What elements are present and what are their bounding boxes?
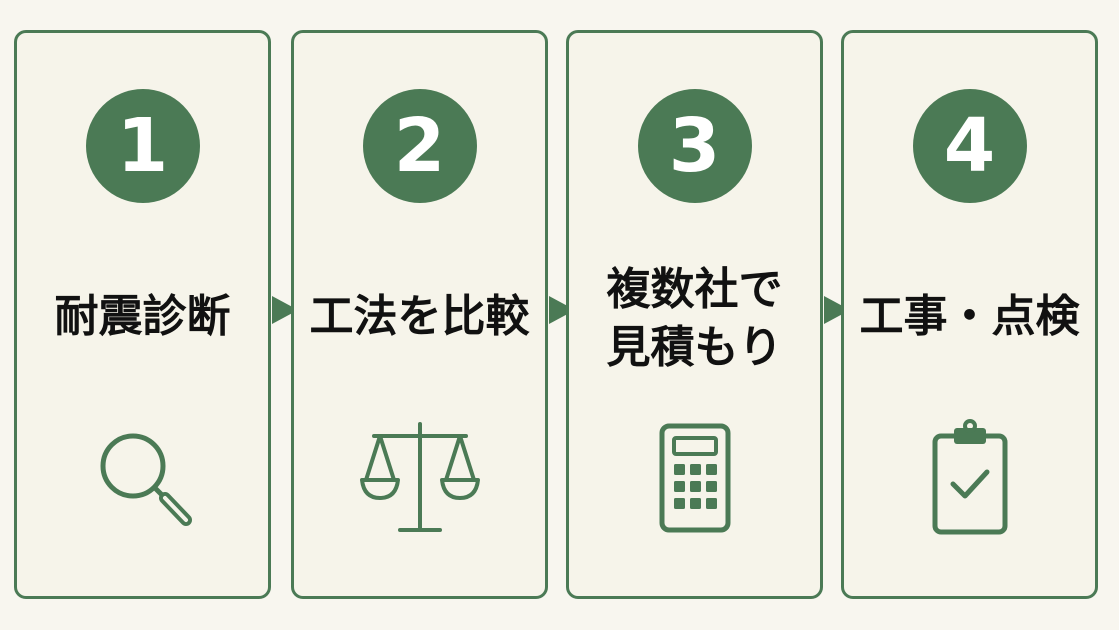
magnifying-glass-icon xyxy=(100,433,192,526)
step-number-badge: 3 xyxy=(637,89,752,203)
arrow-right-icon xyxy=(824,296,850,324)
step-title: 工事・点検 xyxy=(844,288,1095,346)
step-title-line: 見積もり xyxy=(606,322,783,373)
balance-scale-icon xyxy=(359,422,480,532)
step-card-1: 1 耐震診断 xyxy=(14,30,271,599)
step-number-badge: 4 xyxy=(912,89,1027,203)
step-number-badge: 2 xyxy=(362,89,477,203)
step-card-3: 3 複数社で 見積もり xyxy=(566,30,823,599)
step-number-badge: 1 xyxy=(85,89,200,203)
step-title: 耐震診断 xyxy=(17,288,268,346)
arrow-right-icon xyxy=(272,296,298,324)
step-card-4: 4 工事・点検 xyxy=(841,30,1098,599)
step-title-line: 工法を比較 xyxy=(309,291,530,342)
clipboard-check-icon xyxy=(932,419,1007,535)
step-title: 複数社で 見積もり xyxy=(569,261,820,377)
arrow-right-icon xyxy=(549,296,575,324)
step-title-line: 複数社で xyxy=(606,264,783,315)
step-title-line: 工事・点検 xyxy=(859,291,1080,342)
step-card-2: 2 工法を比較 xyxy=(291,30,548,599)
step-title-line: 耐震診断 xyxy=(54,291,231,342)
step-title: 工法を比較 xyxy=(294,288,545,346)
calculator-icon xyxy=(659,423,730,533)
